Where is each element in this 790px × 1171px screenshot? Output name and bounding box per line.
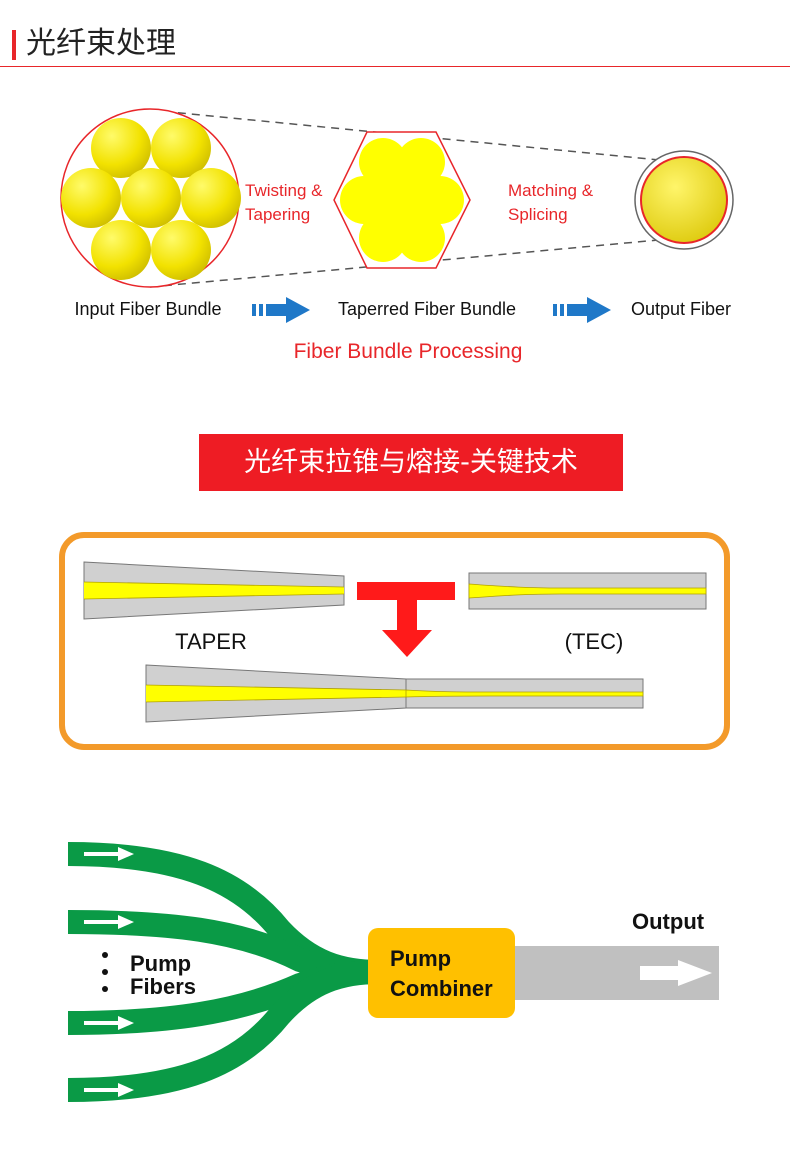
fiber-core	[91, 118, 151, 178]
arrow-right-icon	[84, 847, 134, 861]
arrow-right-icon	[553, 297, 611, 323]
key-technology-banner: 光纤束拉锥与熔接-关键技术	[199, 434, 623, 491]
twisting-label-2: Tapering	[245, 205, 310, 224]
fiber-core	[151, 220, 211, 280]
ellipsis-dot	[102, 986, 108, 992]
splice-arrow-icon	[357, 582, 455, 657]
matching-label-2: Splicing	[508, 205, 568, 224]
pump-fibers-label-2: Fibers	[130, 974, 196, 999]
fiber-core	[151, 118, 211, 178]
matching-label-1: Matching &	[508, 181, 594, 200]
page-title: 光纤束处理	[26, 26, 176, 61]
pump-fibers-label-1: Pump	[130, 951, 191, 976]
tec-label: (TEC)	[565, 629, 624, 654]
spliced-fiber	[145, 664, 644, 723]
taper-fiber	[83, 561, 345, 620]
combiner-label-2: Combiner	[390, 976, 493, 1001]
pump-combiner-box	[368, 928, 515, 1018]
page-header: 光纤束处理	[0, 0, 790, 68]
ellipsis-dot	[102, 969, 108, 975]
twisting-label-1: Twisting &	[245, 181, 323, 200]
fiber-core	[91, 220, 151, 280]
pump-fiber	[67, 960, 381, 1102]
pump-fiber-paths	[67, 842, 381, 1102]
processing-caption: Fiber Bundle Processing	[294, 340, 523, 363]
pump-combiner-diagram: Pump Fibers Pump Combiner Output	[67, 842, 719, 1102]
taper-splice-panel: TAPER (TEC)	[59, 532, 730, 750]
arrow-right-icon	[252, 297, 310, 323]
fiber-core	[181, 168, 241, 228]
combiner-label-1: Pump	[390, 946, 451, 971]
tapered-bundle-label: Taperred Fiber Bundle	[338, 299, 516, 319]
taper-label: TAPER	[175, 629, 247, 654]
input-fiber-bundle	[60, 108, 241, 288]
pump-arrow-icons	[84, 847, 134, 1097]
output-label: Output	[632, 909, 705, 934]
tapered-fiber-bundle	[333, 131, 471, 269]
input-bundle-label: Input Fiber Bundle	[74, 299, 221, 319]
tec-fiber	[468, 572, 707, 610]
fiber-core	[61, 168, 121, 228]
arrow-right-icon	[84, 1016, 134, 1030]
header-accent-bar	[12, 30, 16, 60]
arrow-right-icon	[84, 915, 134, 929]
arrow-right-icon	[84, 1083, 134, 1097]
fiber-core	[121, 168, 181, 228]
output-fiber-label: Output Fiber	[631, 299, 731, 319]
ellipsis-dot	[102, 952, 108, 958]
fiber-bundle-processing: Twisting & Tapering Matching & Splicing …	[60, 108, 734, 363]
header-divider	[0, 66, 790, 67]
output-arrow-icon	[640, 960, 712, 986]
output-fiber	[634, 150, 734, 250]
